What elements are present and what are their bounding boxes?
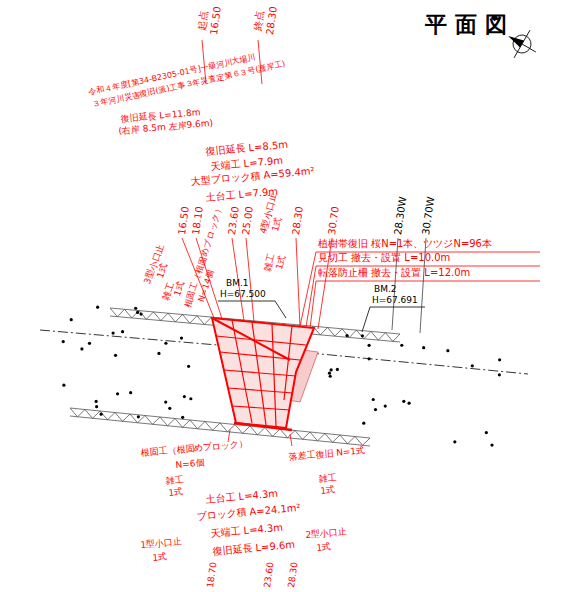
station-number: 16.50 (208, 6, 224, 36)
survey-point (112, 331, 115, 334)
survey-point (121, 330, 124, 333)
survey-point (114, 354, 117, 357)
work-note: 1式 (168, 487, 184, 499)
survey-point (180, 336, 183, 339)
survey-point (136, 311, 139, 314)
survey-point (471, 364, 474, 367)
survey-point (453, 440, 456, 443)
survey-point (95, 405, 98, 408)
survey-point (88, 342, 91, 345)
annotation-leaders (300, 252, 540, 328)
station-number: 16.50 (176, 206, 192, 236)
annotation-label: 見切工 撤去・設置 L=10.0m (318, 252, 450, 264)
survey-point (181, 416, 184, 419)
benchmark-label: H=67.691 (372, 295, 418, 306)
survey-point (62, 340, 65, 343)
survey-point (116, 392, 119, 395)
station-number: 28.30 (264, 6, 280, 36)
work-note: N=6個 (175, 457, 205, 470)
station-number: 23.60 (262, 562, 276, 589)
survey-point (62, 384, 65, 387)
work-note: 1式 (270, 216, 284, 233)
annotation-label: 植樹帯復旧 桜N=1本、ツツジN=96本 (318, 238, 492, 250)
survey-point (446, 349, 449, 352)
survey-points (62, 306, 502, 447)
work-note: 落差工復旧 N=1式 (288, 445, 366, 462)
station-number: 28.30 (286, 562, 300, 589)
work-note: 1型小口止 (140, 536, 183, 550)
survey-point (336, 368, 339, 371)
station-number: 30.70 (326, 206, 342, 236)
survey-point (139, 312, 142, 315)
station-number: 18.70 (205, 562, 219, 589)
survey-point (498, 373, 501, 376)
benchmark-label: BM.2 (374, 284, 397, 295)
survey-point (96, 306, 99, 309)
work-note: 雑工 (165, 474, 184, 486)
work-note: 1式 (320, 485, 336, 497)
survey-point (372, 398, 375, 401)
survey-point (498, 358, 501, 361)
survey-point (402, 400, 405, 403)
station-number: 30.70W (420, 196, 437, 236)
survey-point (361, 334, 364, 337)
survey-point (362, 422, 365, 425)
work-note: 天端工 L=4.3m (210, 522, 284, 540)
survey-point (70, 318, 73, 321)
benchmark-label: H=67.500 (220, 289, 266, 300)
survey-point (400, 344, 403, 347)
work-note: 1式 (152, 552, 168, 564)
work-note: 根固工（根固めブロック） (140, 439, 249, 459)
repair-area (212, 318, 318, 430)
work-note: 1式 (274, 254, 288, 271)
survey-point (189, 397, 192, 400)
station-number: 23.60 (226, 206, 242, 236)
station-number: 25.00 (240, 206, 256, 236)
survey-point (129, 391, 132, 394)
survey-point (157, 352, 160, 355)
survey-point (384, 404, 387, 407)
survey-point (368, 344, 371, 347)
station-number: 28.30W (392, 196, 409, 236)
length-note: 復旧延長 L=9.6m (212, 539, 296, 558)
survey-point (329, 375, 332, 378)
station-number: 28.30 (290, 206, 306, 236)
survey-point (134, 307, 137, 310)
station-number: 18.10 (190, 206, 206, 236)
survey-point (490, 444, 493, 447)
survey-point (187, 365, 190, 368)
survey-point (183, 395, 186, 398)
drawing-title: 平面図 (425, 10, 515, 40)
work-note: ブロック積 A=24.1m² (196, 502, 301, 523)
survey-point (422, 346, 425, 349)
work-note: 2型小口止 (305, 526, 348, 540)
survey-point (168, 407, 171, 410)
survey-point (100, 413, 103, 416)
survey-point (374, 408, 377, 411)
work-note: 1式 (316, 542, 332, 554)
survey-point (367, 357, 370, 360)
survey-point (345, 334, 348, 337)
survey-point (485, 431, 488, 434)
survey-point (164, 342, 167, 345)
survey-point (407, 402, 410, 405)
survey-point (328, 372, 331, 375)
annotation-label: 転落防止柵 撤去・設置 L=12.0m (318, 267, 470, 279)
station-leaders (182, 40, 332, 446)
survey-point (95, 400, 98, 403)
survey-point (330, 368, 333, 371)
benchmark-label: BM.1 (226, 278, 249, 289)
work-note: 土台工 L=4.3m (205, 488, 279, 506)
work-note: 雑工 (318, 472, 337, 484)
survey-point (80, 347, 83, 350)
survey-point (137, 415, 140, 418)
survey-point (164, 400, 167, 403)
